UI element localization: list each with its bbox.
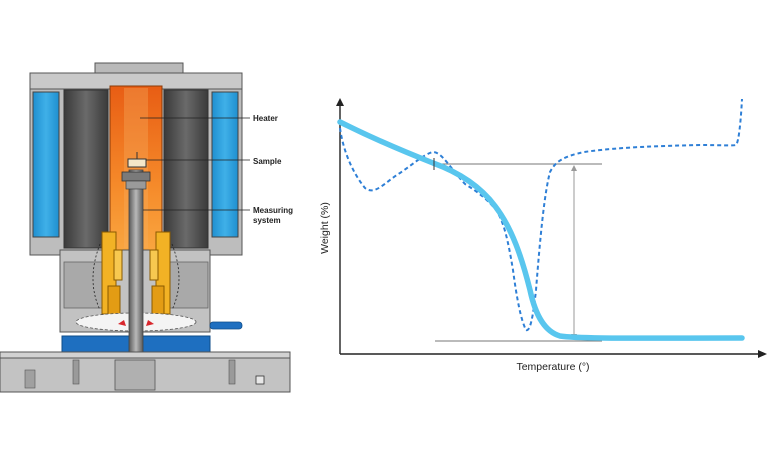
x-axis-arrow (758, 350, 767, 358)
insulation-right (163, 89, 209, 249)
insulation-left (63, 89, 109, 249)
cooling-jacket-left (32, 91, 60, 238)
derivative-curve (339, 98, 743, 332)
sample-holder (101, 231, 171, 321)
weight-curve (337, 119, 745, 341)
heater-label: Heater (253, 114, 278, 123)
measuring-rod (128, 169, 144, 359)
y-axis-arrow (336, 98, 344, 106)
sample-label: Sample (253, 157, 282, 166)
tga-chart: Temperature (°) Weight (%) (319, 98, 767, 373)
y-axis-title: Weight (%) (319, 202, 331, 254)
measuring-label-line1: Measuring (253, 206, 293, 215)
sample-crucible (127, 158, 147, 168)
measuring-label-line2: system (253, 216, 281, 225)
x-axis-title: Temperature (°) (516, 361, 589, 373)
cooling-jacket-right (211, 91, 239, 238)
gas-port (209, 321, 243, 330)
tga-instrument: Heater Sample Measuring system (0, 62, 293, 393)
